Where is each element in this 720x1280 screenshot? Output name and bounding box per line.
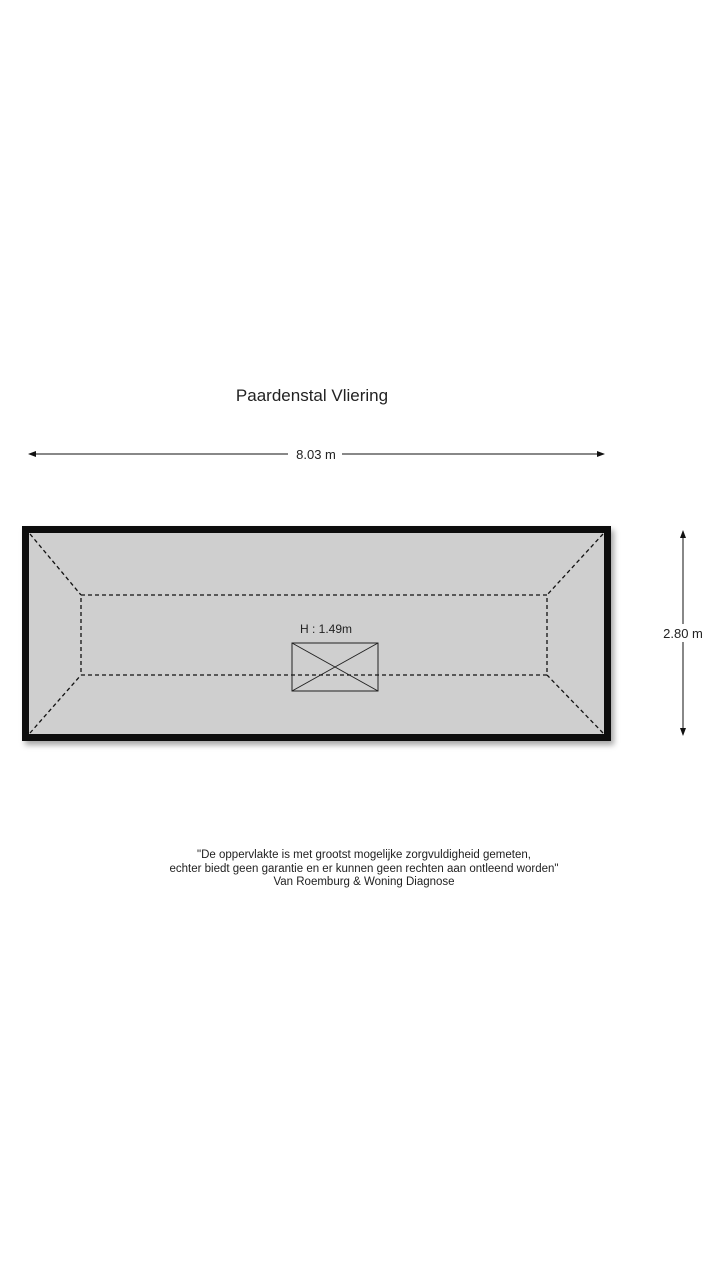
- roof-hip-top-left: [29, 533, 82, 596]
- hatch-height-label: H : 1.49m: [300, 622, 352, 636]
- hatch-cross-2: [291, 642, 379, 692]
- disclaimer-line-2: echter biedt geen garantie en er kunnen …: [169, 862, 559, 875]
- width-dimension: 8.03 m: [28, 447, 605, 462]
- width-dimension-label: 8.03 m: [296, 447, 336, 462]
- disclaimer: "De oppervlakte is met grootst mogelijke…: [0, 849, 720, 890]
- depth-dimension: 2.80 m: [663, 530, 703, 736]
- plan-title: Paardenstal Vliering: [235, 386, 389, 405]
- disclaimer-line-1: "De oppervlakte is met grootst mogelijke…: [197, 849, 531, 861]
- disclaimer-line-3: Van Roemburg & Woning Diagnose: [273, 876, 455, 888]
- roof-lines: [29, 533, 604, 734]
- depth-dimension-label: 2.80 m: [663, 626, 703, 641]
- roof-ridge-outline: [80, 594, 548, 676]
- hatch-outline: [291, 642, 379, 692]
- room-floor: [29, 533, 604, 734]
- room: H : 1.49m: [22, 526, 611, 741]
- attic-hatch: [291, 642, 379, 692]
- roof-hip-bottom-left: [29, 674, 82, 734]
